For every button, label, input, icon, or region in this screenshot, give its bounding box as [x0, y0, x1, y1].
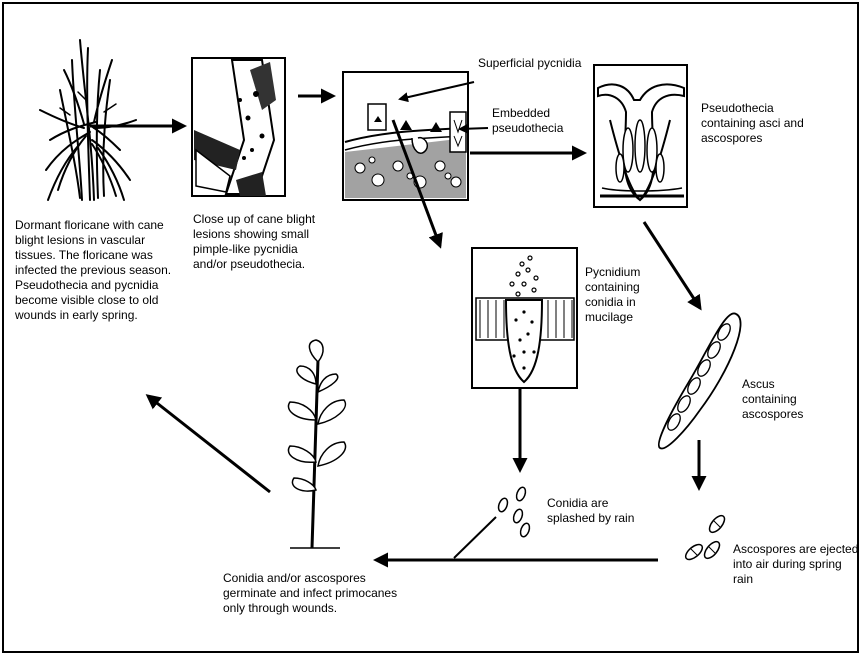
conidia-illustration — [497, 486, 531, 538]
label-close-up-lesions: Close up of cane blight lesions showing … — [193, 212, 315, 272]
ascus-illustration — [659, 313, 741, 448]
pycnidium-illustration — [472, 248, 577, 388]
label-embedded-pseudothecia: Embedded pseudothecia — [492, 106, 563, 136]
label-dormant-floricane: Dormant floricane with cane blight lesio… — [15, 218, 171, 323]
label-germinate-infect: Conidia and/or ascospores germinate and … — [223, 571, 397, 616]
label-ascospores-ejected: Ascospores are ejected into air during s… — [733, 542, 865, 587]
primocane-illustration — [288, 340, 345, 548]
ascospores-illustration — [683, 513, 727, 562]
label-conidia-splashed: Conidia are splashed by rain — [547, 496, 634, 526]
close-up-lesions-illustration — [192, 58, 285, 196]
label-ascus-ascospores: Ascus containing ascospores — [742, 377, 803, 422]
floricane-illustration — [40, 40, 136, 200]
label-pseudothecia-asci: Pseudothecia containing asci and ascospo… — [701, 101, 804, 146]
label-superficial-pycnidia: Superficial pycnidia — [478, 56, 581, 71]
pseudothecium-illustration — [594, 65, 687, 207]
label-pycnidium-conidia: Pycnidium containing conidia in mucilage — [585, 265, 640, 325]
cane-cross-section-illustration — [343, 72, 468, 200]
